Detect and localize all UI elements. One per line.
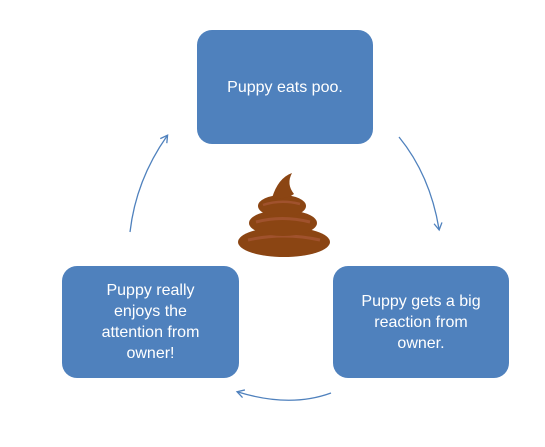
poo-icon — [238, 173, 330, 257]
arrow-left-to-top — [129, 134, 169, 233]
cycle-node-label: Puppy gets a big reaction from owner. — [361, 292, 481, 352]
cycle-node-puppy-eats-poo: Puppy eats poo. — [197, 30, 373, 144]
cycle-node-puppy-enjoys-attention: Puppy really enjoys the attention from o… — [62, 266, 239, 378]
cycle-node-label: Puppy really enjoys the attention from o… — [101, 282, 200, 362]
cycle-node-owner-reaction: Puppy gets a big reaction from owner. — [333, 266, 509, 378]
cycle-node-label: Puppy eats poo. — [227, 78, 343, 96]
arrow-right-to-left — [235, 389, 332, 401]
arrow-top-to-right — [398, 136, 443, 232]
